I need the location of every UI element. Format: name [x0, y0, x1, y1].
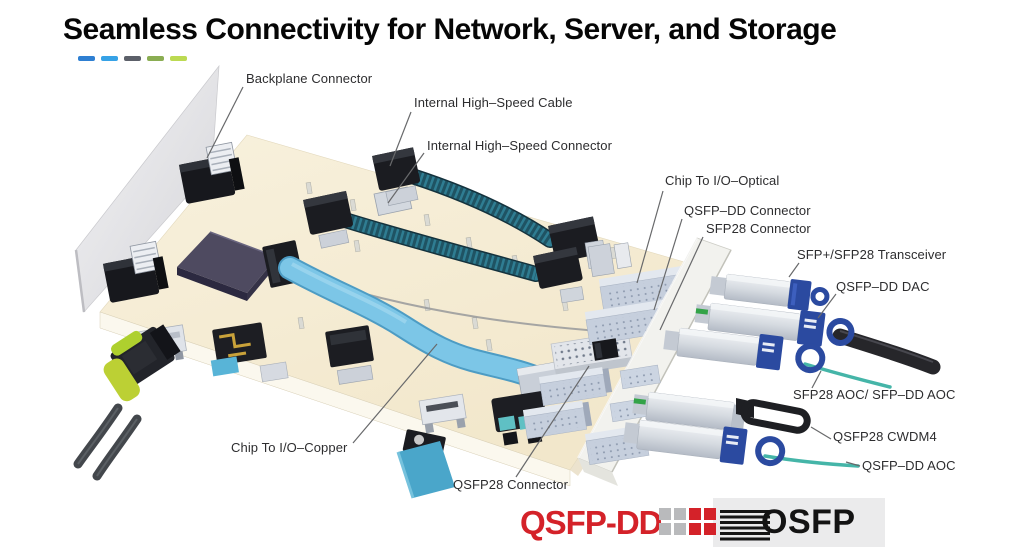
title-accent-dashes: [78, 56, 187, 61]
transceiver-qsfp28-cwdm4: [632, 391, 811, 434]
cage-sfp28-2: [522, 400, 593, 440]
external-cable-connector: [73, 324, 181, 481]
cwdm4-pull-tab: [740, 399, 811, 434]
transceiver-sfp28: [709, 273, 830, 311]
qsfp-dd-pattern: [659, 508, 719, 535]
pattern-square: [704, 523, 716, 535]
dac-cable: [832, 328, 941, 375]
accent-dash: [147, 56, 164, 61]
label-qsfp-dd-connector: QSFP–DD Connector: [684, 203, 811, 218]
accent-dash: [170, 56, 187, 61]
small-connector-socket: [418, 393, 467, 434]
label-internal-high-speed-connector: Internal High–Speed Connector: [427, 138, 613, 153]
transceiver-sfp28-aoc: [663, 327, 826, 374]
chip: [177, 231, 278, 301]
qsfp-dd-logo: QSFP-DD: [520, 504, 662, 541]
aoc-cable-lower: [763, 454, 860, 468]
transceiver-qsfp-dd-aoc: [623, 419, 786, 467]
label-sfp28-aoc-sfp-dd-aoc: SFP28 AOC/ SFP–DD AOC: [793, 387, 956, 402]
label-qsfp-dd-dac: QSFP–DD DAC: [836, 279, 930, 294]
leader-lines: [206, 86, 861, 478]
panel-port-1: [619, 364, 661, 390]
label-chip-to-io-copper: Chip To I/O–Copper: [231, 440, 348, 455]
pattern-square: [704, 508, 716, 520]
label-chip-to-io-optical: Chip To I/O–Optical: [665, 173, 780, 188]
osfp-logo-text: OSFP: [761, 503, 856, 541]
backplane-connector-upper: [178, 141, 245, 204]
internal-high-speed-cable-lower: [303, 190, 585, 304]
label-sfp-plus-sfp28-transceiver: SFP+/SFP28 Transceiver: [797, 247, 947, 262]
pattern-square: [689, 523, 701, 535]
label-backplane-connector: Backplane Connector: [246, 71, 373, 86]
page-title: Seamless Connectivity for Network, Serve…: [63, 13, 837, 46]
small-connector-gold: [210, 322, 267, 377]
label-qsfp28-connector: QSFP28 Connector: [453, 477, 569, 492]
edge-ribbon-connector: [396, 429, 455, 499]
cage-qsfp-dd-1: [598, 265, 694, 312]
pattern-square: [689, 508, 701, 520]
osfp-stripes-icon: [720, 510, 770, 541]
osfp-logo: OSFP: [720, 503, 856, 542]
panel-black-nub: [592, 338, 619, 361]
cage-silver-stack: [587, 242, 632, 277]
small-connector-pad: [259, 361, 289, 383]
label-qsfp-dd-aoc: QSFP–DD AOC: [862, 458, 956, 473]
pattern-square: [674, 508, 686, 520]
label-internal-high-speed-cable: Internal High–Speed Cable: [414, 95, 573, 110]
small-connector-black: [325, 325, 374, 385]
backplane-wall: [74, 64, 220, 313]
accent-dash: [101, 56, 118, 61]
backplane-connector-lower: [102, 240, 169, 303]
transceiver-qsfp-dd-dac: [694, 302, 855, 347]
pattern-square: [674, 523, 686, 535]
label-qsfp28-cwdm4: QSFP28 CWDM4: [833, 429, 937, 444]
pattern-square: [659, 508, 671, 520]
accent-dash: [78, 56, 95, 61]
label-sfp28-connector: SFP28 Connector: [706, 221, 811, 236]
pattern-square: [659, 523, 671, 535]
accent-dash: [124, 56, 141, 61]
